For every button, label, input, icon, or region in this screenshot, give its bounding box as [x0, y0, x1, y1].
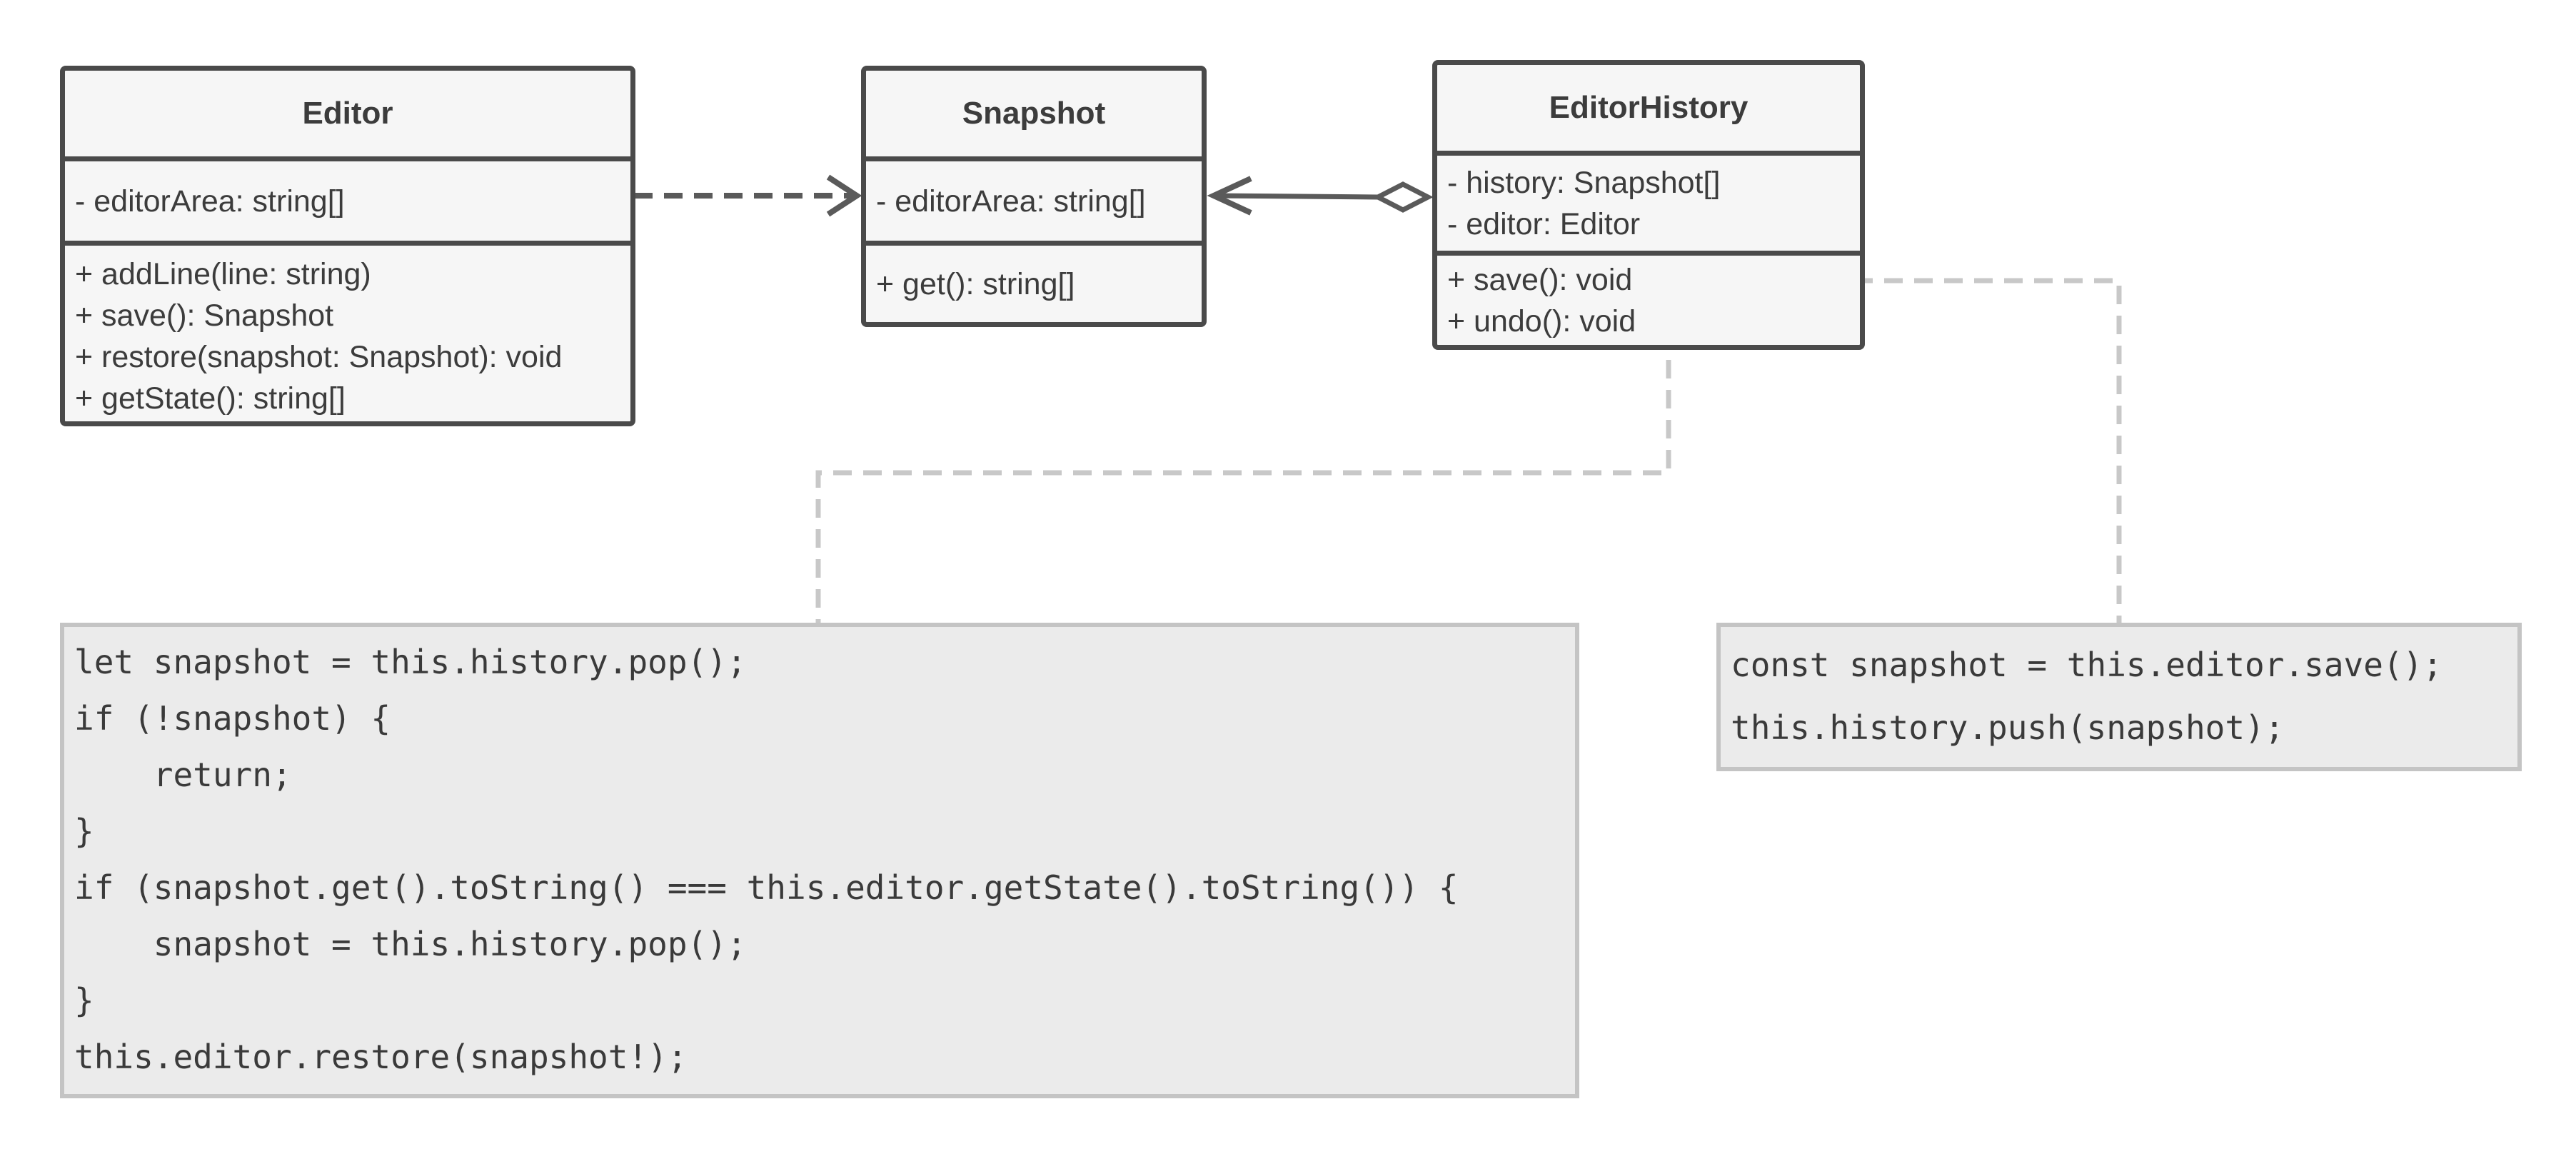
code-line: this.history.push(snapshot);	[1731, 708, 2285, 747]
aggregation-arrow	[1207, 176, 1434, 216]
code-line: if (snapshot.get().toString() === this.e…	[74, 868, 1459, 907]
class-editor[interactable]: Editor - editorArea: string[] + addLine(…	[60, 66, 635, 426]
class-name: Snapshot	[962, 96, 1106, 131]
attribute: - editorArea: string[]	[75, 184, 345, 219]
attribute: - history: Snapshot[]	[1447, 165, 1721, 200]
code-line: return;	[74, 756, 292, 794]
method: + addLine(line: string)	[75, 256, 371, 291]
method: + save(): Snapshot	[75, 298, 334, 333]
class-snapshot[interactable]: Snapshot - editorArea: string[] + get():…	[861, 66, 1207, 327]
attribute: - editor: Editor	[1447, 206, 1641, 241]
undo-note-link	[815, 312, 1679, 625]
attributes-section: - history: Snapshot[] - editor: Editor	[1437, 151, 1860, 251]
code-line: if (!snapshot) {	[74, 699, 391, 738]
class-editor-history[interactable]: EditorHistory - history: Snapshot[] - ed…	[1432, 60, 1865, 350]
dependency-arrow	[634, 174, 862, 217]
attribute: - editorArea: string[]	[876, 184, 1146, 219]
methods-section: + get(): string[]	[866, 241, 1202, 322]
note-save-code: const snapshot = this.editor.save(); thi…	[1716, 623, 2522, 771]
method: + save(): void	[1447, 262, 1633, 297]
method: + undo(): void	[1447, 303, 1636, 338]
code-line: const snapshot = this.editor.save();	[1731, 646, 2442, 684]
attributes-section: - editorArea: string[]	[866, 156, 1202, 241]
code-line: }	[74, 812, 94, 851]
code-line: this.editor.restore(snapshot!);	[74, 1038, 688, 1076]
attributes-section: - editorArea: string[]	[65, 156, 630, 241]
note-undo-code: let snapshot = this.history.pop(); if (!…	[60, 623, 1579, 1098]
method: + restore(snapshot: Snapshot): void	[75, 339, 563, 374]
class-name: EditorHistory	[1549, 90, 1749, 125]
method: + getState(): string[]	[75, 381, 346, 416]
code-line: }	[74, 981, 94, 1020]
class-name: Editor	[302, 96, 393, 131]
methods-section: + addLine(line: string) + save(): Snapsh…	[65, 241, 630, 421]
methods-section: + save(): void + undo(): void	[1437, 251, 1860, 345]
method: + get(): string[]	[876, 266, 1075, 301]
code-line: let snapshot = this.history.pop();	[74, 643, 747, 681]
code-line: snapshot = this.history.pop();	[74, 925, 747, 963]
